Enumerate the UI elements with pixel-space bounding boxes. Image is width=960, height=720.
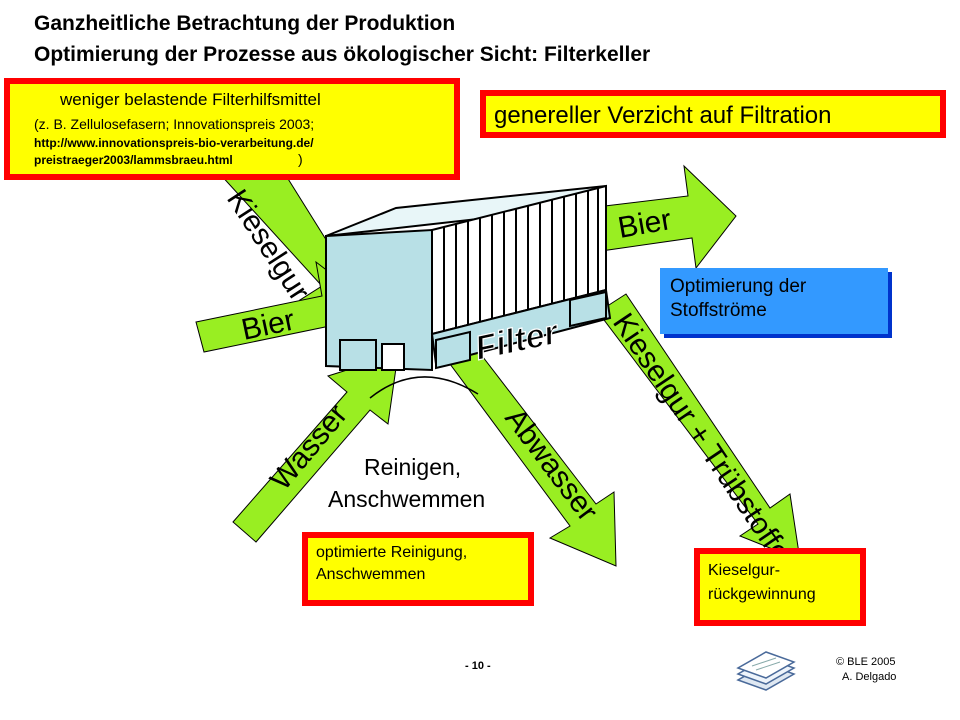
reinigung-line1: optimierte Reinigung, bbox=[316, 544, 468, 561]
document-stack-icon[interactable] bbox=[732, 650, 796, 694]
filter-press: Filter bbox=[325, 184, 612, 372]
kieselgur-line1: Kieselgur- bbox=[708, 562, 781, 579]
verzicht-box: genereller Verzicht auf Filtration bbox=[480, 90, 946, 138]
filterhilfsmittel-url-line2: preistraeger2003/lammsbraeu.html bbox=[34, 153, 233, 167]
copyright-line1: © BLE 2005 bbox=[836, 656, 896, 668]
arrow-bier-out: Bier bbox=[587, 164, 737, 270]
filterhilfsmittel-box: weniger belastende Filterhilfsmittel (z.… bbox=[4, 78, 460, 180]
reinigung-box: optimierte Reinigung, Anschwemmen bbox=[302, 532, 534, 606]
arrow-kieselgur-out-label: Kieselgur + Trübstoffe bbox=[606, 307, 797, 568]
verzicht-label: genereller Verzicht auf Filtration bbox=[494, 102, 832, 129]
filterhilfsmittel-url-line1: http://www.innovationspreis-bio-verarbei… bbox=[34, 136, 314, 150]
stoffstroeme-line2: Stoffströme bbox=[670, 300, 767, 321]
arrow-wasser-label: Wasser bbox=[264, 398, 354, 496]
kieselgur-box: Kieselgur- rückgewinnung bbox=[694, 548, 866, 626]
stoffstroeme-line1: Optimierung der bbox=[670, 276, 807, 297]
center-label-line2: Anschwemmen bbox=[328, 486, 486, 512]
filterhilfsmittel-close: ) bbox=[298, 151, 303, 167]
arrow-bier-in-label: Bier bbox=[239, 303, 298, 346]
arrow-abwasser-label: Abwasser bbox=[498, 402, 604, 527]
page-title-line1: Ganzheitliche Betrachtung der Produktion bbox=[34, 12, 456, 35]
reinigung-line2: Anschwemmen bbox=[316, 566, 426, 583]
stoffstroeme-box: Optimierung der Stoffströme bbox=[660, 268, 888, 334]
arrow-wasser: Wasser bbox=[232, 353, 399, 543]
center-label-line1: Reinigen, bbox=[364, 454, 462, 480]
page-title-line2: Optimierung der Prozesse aus ökologische… bbox=[34, 43, 651, 66]
arrow-kieselgur-out: Kieselgur + Trübstoffe bbox=[597, 293, 801, 568]
page-number: - 10 - bbox=[465, 660, 491, 672]
filterhilfsmittel-note: (z. B. Zellulosefasern; Innovationspreis… bbox=[34, 116, 315, 132]
filterhilfsmittel-heading: weniger belastende Filterhilfsmittel bbox=[60, 90, 321, 109]
kieselgur-line2: rückgewinnung bbox=[708, 586, 816, 603]
copyright-line2: A. Delgado bbox=[842, 671, 897, 683]
